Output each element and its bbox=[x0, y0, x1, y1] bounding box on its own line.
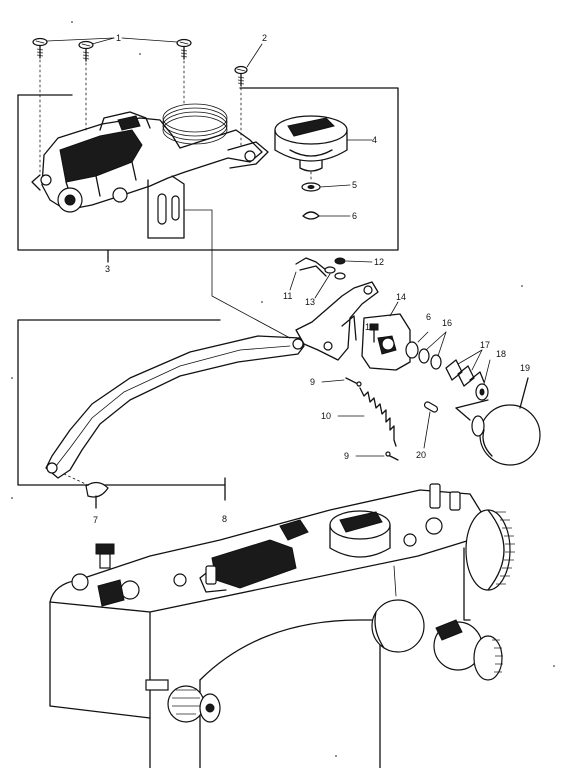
screw-part-1-right bbox=[176, 38, 192, 106]
part-15-screw bbox=[369, 323, 379, 343]
part-5-washer bbox=[301, 182, 351, 192]
callout-8: 8 bbox=[222, 514, 227, 524]
callout-3: 3 bbox=[105, 264, 110, 274]
part-9-pin-lower bbox=[385, 451, 399, 461]
handwheel bbox=[465, 509, 515, 591]
top-assembly-frame bbox=[17, 87, 399, 263]
selector-knobs bbox=[371, 565, 503, 681]
part-19-knob bbox=[455, 377, 541, 466]
callout-17: 17 bbox=[480, 340, 490, 350]
parts-11-13-fasteners bbox=[289, 257, 373, 299]
bobbin-winder bbox=[145, 679, 221, 723]
feed-mechanism-assembly bbox=[31, 103, 269, 239]
part-10-spring bbox=[337, 387, 397, 447]
callout-6: 6 bbox=[352, 211, 357, 221]
part-7-screw bbox=[63, 473, 109, 509]
part-14-bracket bbox=[361, 301, 411, 371]
lever-arm-assembly bbox=[295, 281, 379, 361]
part-6-retaining-clip bbox=[302, 211, 351, 220]
part-18-washer bbox=[475, 359, 491, 401]
callout-4: 4 bbox=[372, 135, 377, 145]
callout-15: 15 bbox=[365, 322, 375, 332]
screw-part-1-left bbox=[32, 37, 48, 176]
leader-lines-9 bbox=[321, 379, 385, 457]
callout-10: 10 bbox=[321, 411, 331, 421]
callout-6-knob: 6 bbox=[426, 312, 431, 322]
callout-5: 5 bbox=[352, 180, 357, 190]
callout-18: 18 bbox=[496, 349, 506, 359]
screw-part-2 bbox=[234, 43, 263, 149]
callout-11: 11 bbox=[283, 291, 292, 301]
part-17-clips bbox=[445, 349, 485, 387]
callout-9-lower: 9 bbox=[344, 451, 349, 461]
left-controls bbox=[71, 543, 217, 607]
part-4-dial-cam bbox=[274, 115, 373, 183]
assembly-alignment-lines bbox=[183, 209, 291, 339]
callout-16: 16 bbox=[442, 318, 452, 328]
part-9-pin-upper bbox=[345, 377, 362, 387]
callout-2: 2 bbox=[262, 33, 267, 43]
callout-19: 19 bbox=[520, 363, 530, 373]
sewing-machine-head bbox=[49, 483, 491, 768]
callout-13: 13 bbox=[305, 297, 315, 307]
callout-20: 20 bbox=[416, 450, 426, 460]
scan-specks bbox=[11, 21, 555, 757]
part-20-pin bbox=[423, 401, 439, 449]
callout-labels: 1 2 3 4 5 6 7 8 9 10 9 11 12 13 14 15 6 … bbox=[93, 33, 530, 525]
leader-lines-1 bbox=[46, 37, 178, 45]
part-6-spacer-washers bbox=[405, 331, 447, 370]
callout-14: 14 bbox=[396, 292, 406, 302]
lower-assembly-frame bbox=[17, 319, 226, 501]
callout-7: 7 bbox=[93, 515, 98, 525]
part-8-curved-arm bbox=[45, 335, 305, 479]
callout-1: 1 bbox=[116, 33, 121, 43]
screw-part-1-middle bbox=[78, 40, 94, 131]
callout-9-upper: 9 bbox=[310, 377, 315, 387]
callout-12: 12 bbox=[374, 257, 384, 267]
